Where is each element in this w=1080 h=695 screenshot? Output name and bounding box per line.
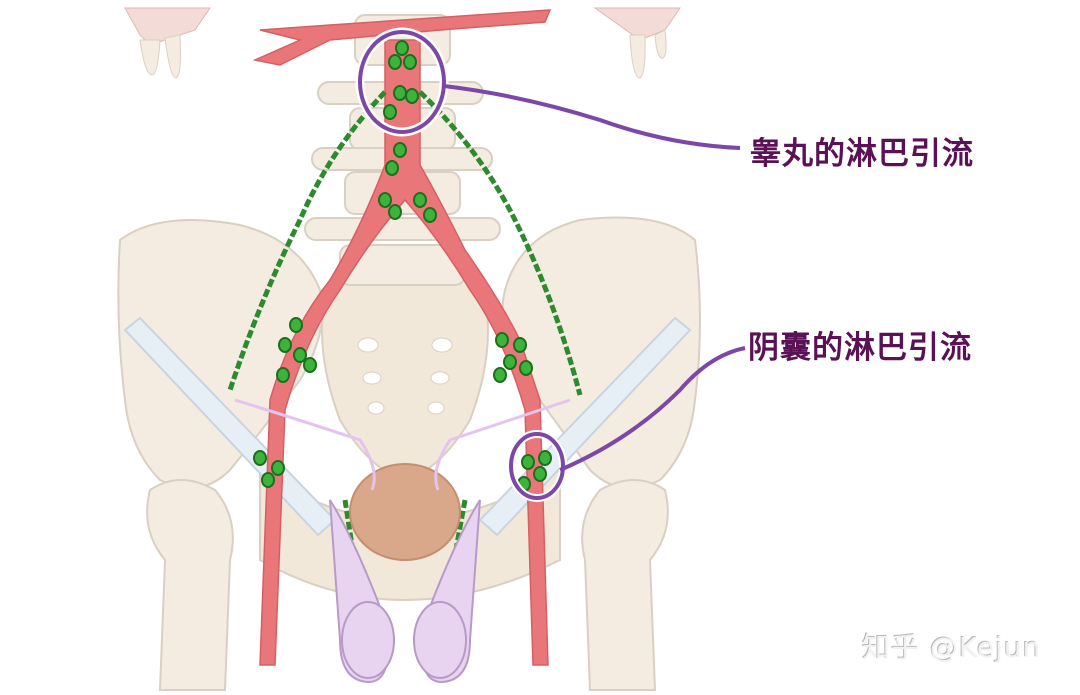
- pelvis-bones: [117, 216, 701, 691]
- callout-scrotum: [507, 346, 746, 502]
- testes: [329, 499, 481, 684]
- testis-lymph-drainage-label: 睾丸的淋巴引流: [750, 136, 974, 172]
- zhihu-watermark: 知乎 @Kejun: [862, 631, 1042, 664]
- vas-deferens: [234, 398, 571, 491]
- callout-testis: [355, 27, 741, 150]
- rib-fragments: [124, 7, 681, 79]
- scrotum-lymph-drainage-label: 阴囊的淋巴引流: [748, 330, 972, 366]
- bladder: [349, 463, 461, 561]
